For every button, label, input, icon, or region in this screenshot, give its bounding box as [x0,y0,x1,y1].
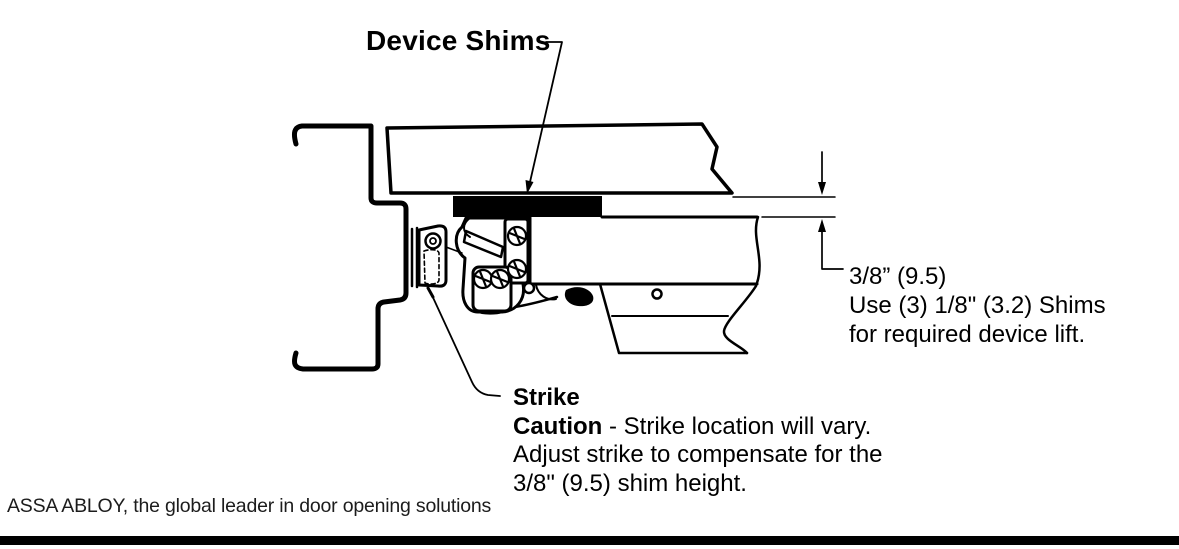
shim-usage-note-line1: Use (3) 1/8" (3.2) Shims [849,292,1106,319]
assa-abloy-tagline: ASSA ABLOY, the global leader in door op… [7,495,492,517]
frame-section [291,123,409,372]
strike-caution-line2: Adjust strike to compensate for the [513,441,883,468]
leader-arrowhead-icon [525,180,534,194]
door-section [385,122,734,195]
strike-caution-callout: Strike Caution - Strike location will va… [513,384,883,498]
latch-mechanism [454,216,536,314]
rail-mount-hole [651,288,663,300]
arrow-up-icon [818,219,826,232]
shim-dimension-callout: 3/8” (9.5) Use (3) 1/8" (3.2) Shims for … [849,262,1106,349]
strike-hidden-line [423,248,440,285]
device-rail [528,215,761,355]
shim-usage-note-line2: for required device lift. [849,321,1086,348]
strike-caution-line1: Caution - Strike location will vary. [513,413,883,442]
latch-pivot [522,281,536,295]
caution-keyword: Caution [513,412,603,440]
dimension-arrows [732,151,844,270]
caution-text: - Strike location will vary. [602,412,872,440]
device-shims-leader [525,41,563,194]
shim-dimension-value: 3/8” (9.5) [849,263,947,290]
device-shims-label: Device Shims [366,25,551,56]
auxiliary-bolt [564,287,594,307]
bottom-divider-rule [0,536,1179,545]
strike-screw [424,232,442,250]
shim-block [453,196,602,217]
strike-label: Strike [513,384,580,411]
screw-icon [472,225,528,290]
latch-lever [462,229,505,259]
arrow-down-icon [818,182,826,195]
strike-plate [410,224,463,289]
strike-caution-line3: 3/8" (9.5) shim height. [513,469,747,497]
strike-leader [426,286,501,397]
